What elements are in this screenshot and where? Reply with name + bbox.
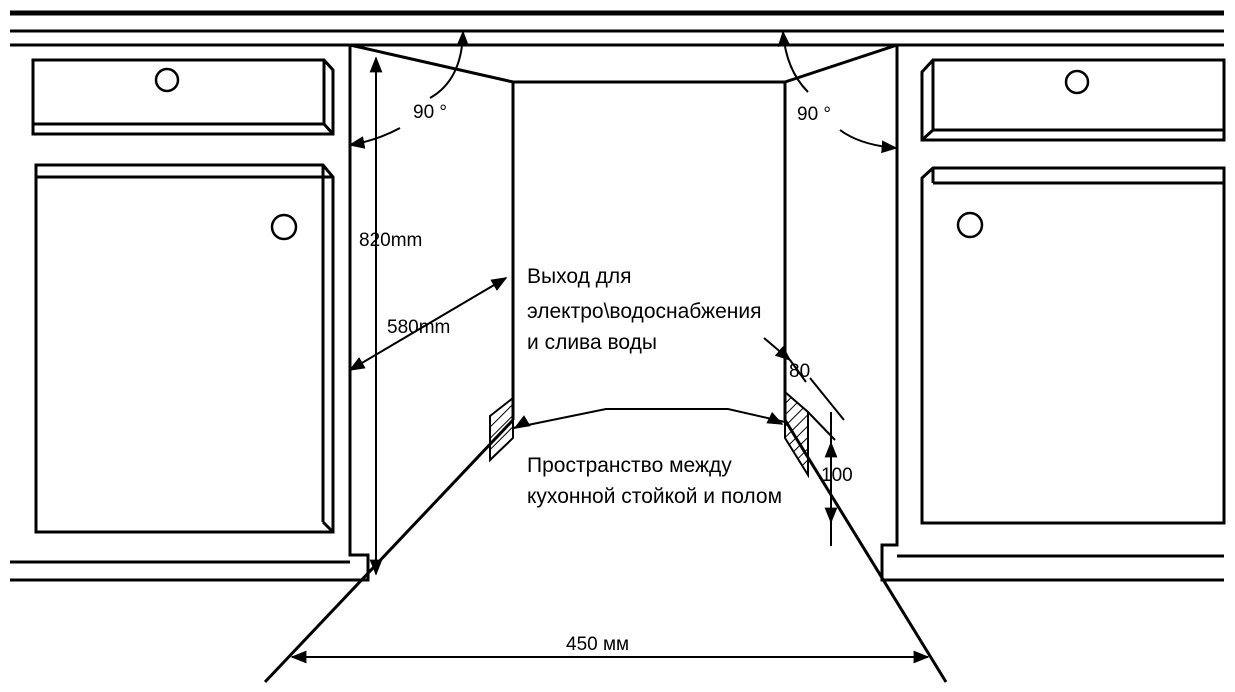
angle-left-label: 90 ° — [413, 102, 447, 123]
angle-right-label: 90 ° — [797, 104, 831, 125]
height-820-label: 820mm — [359, 230, 422, 251]
left-cabinet — [10, 43, 370, 582]
dimension-lines — [290, 30, 930, 664]
right-hatched-gap — [784, 389, 809, 479]
space-label-line2: кухонной стойкой и полом — [527, 485, 782, 508]
outlet-label-line1: Выход для — [527, 265, 632, 288]
left-door-knob — [270, 213, 298, 241]
right-door-knob — [956, 211, 984, 239]
countertop — [10, 10, 1224, 47]
width-450-label: 450 мм — [566, 634, 629, 655]
right-drawer-knob — [1064, 69, 1090, 95]
left-drawer-knob — [154, 67, 180, 93]
installation-niche — [263, 43, 948, 684]
gap-80-label: 80 — [789, 361, 810, 382]
outlet-label-line2: электро\водоснабжения — [527, 300, 762, 323]
outlet-label-line3: и слива воды — [527, 331, 657, 354]
space-label-line1: Пространство между — [527, 454, 732, 477]
gap-100-label: 100 — [821, 465, 853, 486]
left-hatched-gap — [489, 395, 514, 463]
depth-580-label: 580mm — [387, 317, 450, 338]
right-cabinet — [880, 43, 1226, 582]
